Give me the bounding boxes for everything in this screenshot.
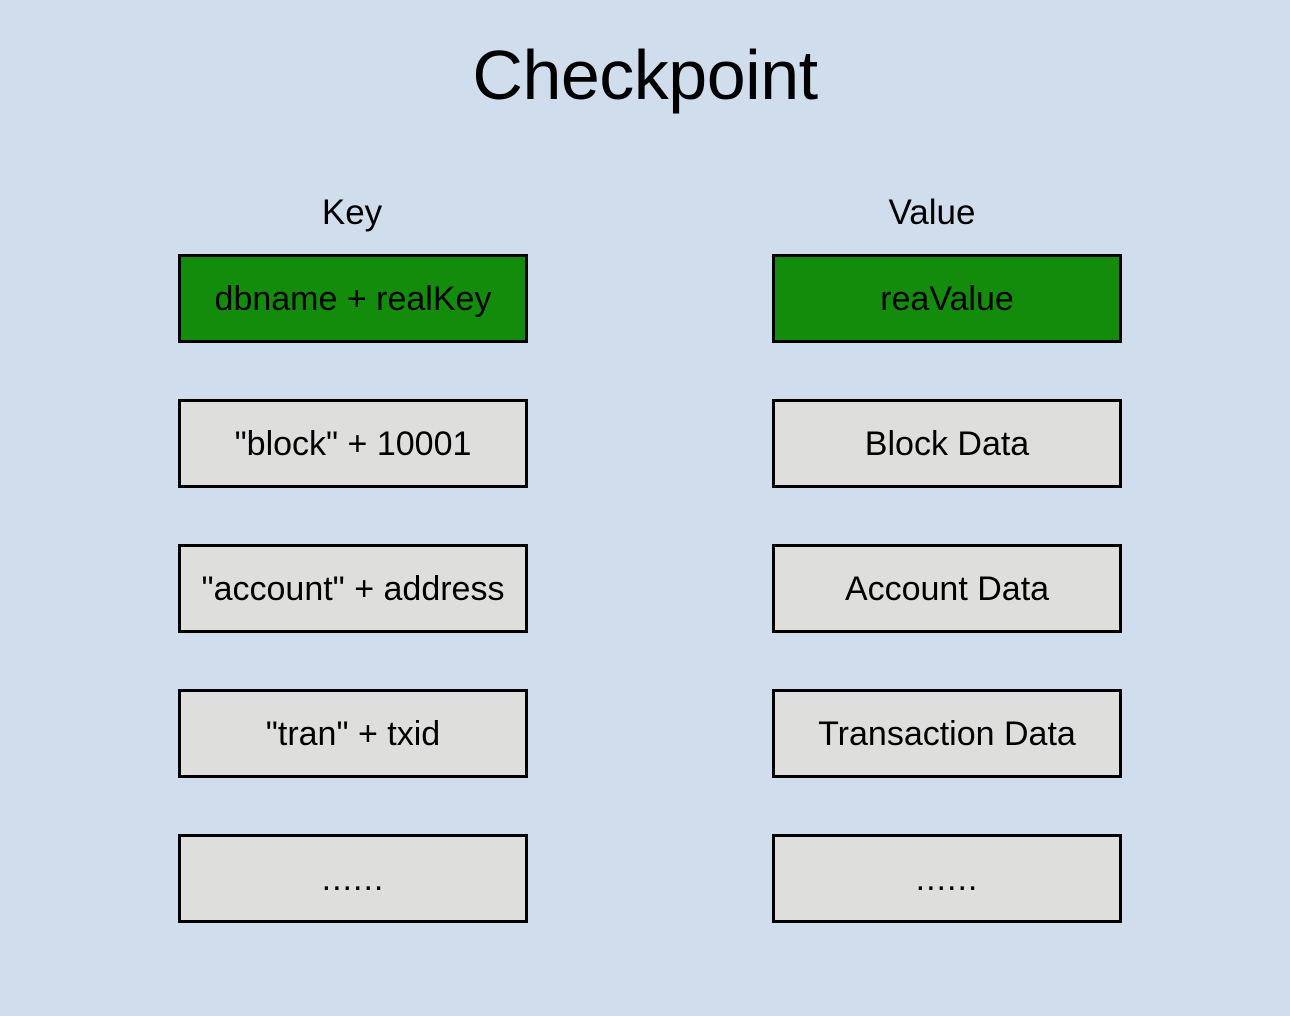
value-column: reaValue Block Data Account Data Transac… (772, 254, 1122, 923)
key-cell: "block" + 10001 (178, 399, 528, 488)
key-column-header: Key (321, 193, 383, 232)
value-column-header: Value (888, 193, 976, 232)
page-title: Checkpoint (472, 36, 818, 114)
key-cell: "tran" + txid (178, 689, 528, 778)
key-cell: dbname + realKey (178, 254, 528, 343)
value-cell: reaValue (772, 254, 1122, 343)
value-cell: Account Data (772, 544, 1122, 633)
key-cell: "account" + address (178, 544, 528, 633)
key-cell-ellipsis: ...... (178, 834, 528, 923)
value-cell: Transaction Data (772, 689, 1122, 778)
key-column: dbname + realKey "block" + 10001 "accoun… (178, 254, 528, 923)
value-cell: Block Data (772, 399, 1122, 488)
value-cell-ellipsis: ...... (772, 834, 1122, 923)
